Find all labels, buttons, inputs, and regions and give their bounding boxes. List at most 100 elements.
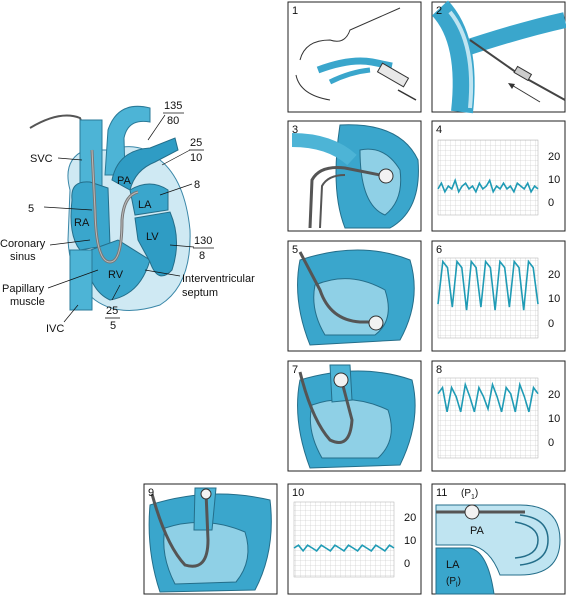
panel-4-grid: [437, 139, 539, 216]
leader-coronary: [49, 239, 91, 246]
panel-9: 9: [143, 483, 278, 595]
pressure-pa-top: 25: [190, 137, 202, 149]
leader-papillary: [47, 269, 99, 289]
panel-10-grid: [293, 501, 395, 578]
panel-2-vessel-branch: [457, 12, 566, 58]
label-ivc: IVC: [46, 323, 64, 335]
label-la: LA: [138, 199, 152, 211]
panel-2-vessel-light: [448, 10, 474, 109]
leader-aorta-pressure: [147, 114, 166, 141]
panel-1-face-outline: [299, 7, 401, 61]
pulmonary-artery: [111, 137, 179, 191]
panel-6-number: 6: [436, 244, 442, 256]
pressure-lv-top: 130: [194, 235, 212, 247]
panel-7-number: 7: [292, 364, 298, 376]
aorta: [104, 105, 151, 176]
pressure-rv-top: 25: [106, 305, 118, 317]
panel-1-vein-branch: [328, 67, 371, 85]
panel-8-tick-20: 20: [548, 389, 560, 401]
panel-11-arc-1: [519, 514, 549, 566]
panel-8-tick-0: 0: [548, 437, 554, 449]
panel-3: 3: [287, 120, 422, 232]
panel-1-vein: [316, 57, 393, 74]
leader-rv-pressure: [111, 284, 121, 301]
panel-1-syringe: [376, 62, 410, 88]
panel-11-number: 11: [436, 487, 447, 499]
label-papillary-1: Papillary: [2, 283, 45, 295]
panel-11-pa-label: PA: [470, 525, 485, 537]
panel-4-waveform-line: [437, 177, 539, 194]
panel-4-tick-10: 10: [548, 174, 560, 186]
panel-6-waveform-line: [437, 259, 539, 311]
panel-3-number: 3: [292, 124, 298, 136]
panel-9-pa-trunk: [193, 487, 217, 531]
label-rv: RV: [108, 269, 124, 281]
panel-5-balloon: [368, 315, 384, 331]
panel-2-arrow: [509, 83, 541, 103]
panel-9-catheter: [150, 491, 210, 568]
right-atrium: [70, 181, 111, 251]
panel-11-pl-label: (Pl): [446, 576, 461, 589]
panel-11-arc-2: [514, 521, 539, 559]
panel-5: 5: [287, 240, 422, 352]
label-svc: SVC: [30, 153, 53, 165]
pressure-la: 8: [194, 179, 200, 191]
panel-1: 1: [287, 1, 422, 113]
left-atrium: [129, 183, 169, 216]
panel-10-waveform-line: [293, 544, 395, 553]
panel-10-tick-20: 20: [404, 512, 416, 524]
label-septum-2: septum: [182, 287, 218, 299]
leader-la-pressure: [159, 183, 193, 196]
panel-5-number: 5: [292, 244, 298, 256]
panel-11-p1-label: (P1): [461, 488, 478, 501]
leader-svc: [57, 157, 83, 161]
panel-6-grid: [437, 257, 539, 339]
panel-4-tick-20: 20: [548, 151, 560, 163]
panel-4-tick-0: 0: [548, 197, 554, 209]
label-coronary-1: Coronary: [0, 238, 46, 250]
panel-10: 20 10 0 10: [287, 483, 422, 595]
panel-8: 20 10 0 8: [431, 360, 566, 472]
panel-4-number: 4: [436, 124, 442, 136]
panel-6-tick-20: 20: [548, 269, 560, 281]
leader-ra-pressure: [43, 206, 93, 211]
panel-2-arrowhead: [508, 83, 515, 89]
panel-11-la: [435, 547, 495, 595]
panel-2-number: 2: [436, 5, 442, 17]
panel-1-jaw: [295, 74, 331, 101]
panel-2: 2: [431, 0, 566, 114]
left-ventricle: [134, 211, 177, 277]
panel-5-catheter: [298, 251, 375, 324]
panel-8-number: 8: [436, 364, 442, 376]
leader-pa-pressure: [161, 149, 191, 166]
label-ra: RA: [74, 217, 90, 229]
panel-2-connector: [513, 65, 533, 82]
panel-11-la-label: LA: [446, 559, 460, 571]
panel-3-catheter-2: [319, 174, 346, 229]
label-papillary-2: muscle: [10, 296, 45, 308]
panel-11-pa-vessel: [435, 504, 561, 576]
panel-9-number: 9: [148, 487, 154, 499]
panel-8-waveform-line: [437, 381, 539, 413]
leader-septum: [144, 269, 181, 277]
panel-8-tick-10: 10: [548, 413, 560, 425]
ivc-vessel: [69, 249, 93, 311]
label-lv: LV: [146, 231, 159, 243]
panel-10-tick-0: 0: [404, 558, 410, 570]
panel-6: 20 10 0 6: [431, 240, 566, 352]
pressure-pa-bottom: 10: [190, 152, 202, 164]
panel-4: 20 10 0 4: [431, 120, 566, 232]
panel-10-tick-10: 10: [404, 535, 416, 547]
panel-6-plot: [437, 259, 539, 311]
panel-7-balloon: [333, 372, 349, 388]
catheter-tail: [29, 114, 93, 151]
panel-10-plot: [293, 544, 395, 553]
panel-10-number: 10: [292, 487, 304, 499]
panel-3-catheter: [308, 166, 386, 229]
panel-8-grid: [437, 377, 539, 459]
panel-11-balloon: [464, 504, 480, 520]
heart-diagram: SVC 5 Coronary sinus Papillary muscle IV…: [0, 100, 255, 335]
panel-3-chamber: [359, 148, 402, 216]
leader-ivc: [63, 304, 79, 323]
